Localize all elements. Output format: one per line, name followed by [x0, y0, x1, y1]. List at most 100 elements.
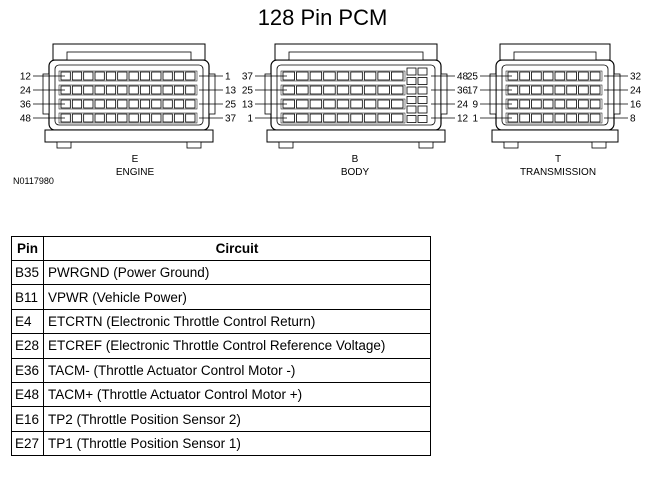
pin-cavity — [531, 113, 542, 123]
pin-cavity — [117, 85, 128, 95]
pin-cavity — [309, 99, 323, 109]
connector-inner-frame — [54, 64, 204, 126]
pin-number-label: 48 — [20, 114, 32, 125]
pin-cavity — [406, 115, 417, 123]
pin-cavity — [128, 71, 139, 81]
connector-inner-frame — [276, 64, 436, 126]
circuit-cell: VPWR (Vehicle Power) — [43, 284, 432, 310]
circuit-cell: TP1 (Throttle Position Sensor 1) — [43, 430, 432, 457]
pin-cavity — [578, 71, 589, 81]
pin-cavity — [185, 113, 196, 123]
pin-cavity — [377, 99, 390, 109]
pin-cavity — [296, 99, 309, 109]
table-row: E27 TP1 (Throttle Position Sensor 1) — [10, 430, 432, 457]
connector-bottom-flange — [44, 129, 214, 143]
pin-cavity — [139, 113, 151, 123]
pin-number-label: 8 — [630, 114, 636, 125]
connector-side-clip — [264, 73, 272, 115]
pin-number-label: 25 — [242, 86, 254, 97]
table-row: E48 TACM+ (Throttle Actuator Control Mot… — [10, 381, 432, 408]
pin-number-label: 1 — [472, 114, 478, 125]
pin-cavity — [519, 85, 530, 95]
pin-cavity — [578, 99, 589, 109]
connector-top-latch — [66, 51, 192, 61]
connector-name: ENGINE — [116, 167, 155, 178]
pin-cavity — [162, 99, 173, 109]
pin-cavity — [406, 67, 417, 76]
connector-inner-frame — [501, 64, 609, 126]
pin-cavity — [417, 67, 428, 76]
connector-bottom-flange — [266, 129, 446, 143]
pin-number-label: 25 — [467, 72, 479, 83]
pin-number-label: 37 — [225, 114, 237, 125]
pin-cavity — [531, 85, 542, 95]
pin-cavity — [554, 113, 566, 123]
connector-side-clip — [42, 73, 50, 115]
pin-cavity — [117, 99, 128, 109]
pin-cavity — [162, 113, 173, 123]
pin-cell: E27 — [10, 430, 45, 457]
pin-cavity — [309, 85, 323, 95]
pin-cavity — [350, 85, 363, 95]
pin-cavity — [578, 113, 589, 123]
pin-cavity — [377, 113, 390, 123]
pin-number-label: 13 — [242, 100, 254, 111]
connector-side-clip — [208, 73, 216, 115]
connector-side-clip — [489, 73, 497, 115]
pin-cavity — [83, 99, 94, 109]
pin-cell: B35 — [10, 259, 45, 286]
pin-cavity — [83, 71, 94, 81]
pin-cavity — [336, 71, 350, 81]
pin-cavity — [309, 113, 323, 123]
connector-letter: E — [132, 154, 139, 165]
connector-foot — [418, 141, 434, 149]
connector-top-latch — [288, 51, 424, 61]
pin-cavity — [531, 99, 542, 109]
pin-cavity — [296, 71, 309, 81]
pin-cavity — [128, 113, 139, 123]
connector-side-clip — [613, 73, 621, 115]
pin-cavity — [105, 113, 117, 123]
pin-number-label: 36 — [20, 100, 32, 111]
pin-cavity — [554, 71, 566, 81]
pin-cavity — [542, 113, 554, 123]
pin-cell: E16 — [10, 406, 45, 432]
pin-cavity — [417, 86, 428, 95]
pin-cell: E28 — [10, 333, 45, 359]
pin-cavity — [566, 99, 577, 109]
pin-cavity — [391, 99, 404, 109]
circuit-cell: ETCRTN (Electronic Throttle Control Retu… — [43, 308, 432, 335]
connector-letter: T — [555, 154, 561, 165]
pin-number-label: 12 — [20, 72, 32, 83]
pin-cavity — [105, 71, 117, 81]
figure-reference: N0117980 — [13, 176, 54, 186]
pin-cavity — [94, 99, 105, 109]
circuit-cell: TACM+ (Throttle Actuator Control Motor +… — [43, 381, 432, 408]
pin-cavity — [417, 105, 428, 114]
pin-cavity — [406, 105, 417, 114]
pin-number-label: 1 — [225, 72, 231, 83]
pin-number-label: 13 — [225, 86, 237, 97]
pin-cavity — [173, 71, 185, 81]
pin-cell: B11 — [10, 284, 45, 310]
pin-number-label: 17 — [467, 86, 479, 97]
connector-name: BODY — [341, 167, 370, 178]
pin-cavity — [139, 99, 151, 109]
pin-cavity — [350, 113, 363, 123]
pin-cavity — [162, 85, 173, 95]
circuit-column-header: Circuit — [43, 236, 432, 261]
pin-column-header: Pin — [10, 236, 45, 261]
pin-cavity — [589, 113, 601, 123]
pin-cavity — [336, 99, 350, 109]
pin-cavity — [531, 71, 542, 81]
pin-cavity — [83, 85, 94, 95]
pin-cavity — [173, 85, 185, 95]
pin-cavity — [185, 99, 196, 109]
pin-cavity — [566, 71, 577, 81]
pin-number-label: 25 — [225, 100, 237, 111]
table-row: E16 TP2 (Throttle Position Sensor 2) — [10, 406, 432, 432]
connector-foot — [278, 141, 294, 149]
